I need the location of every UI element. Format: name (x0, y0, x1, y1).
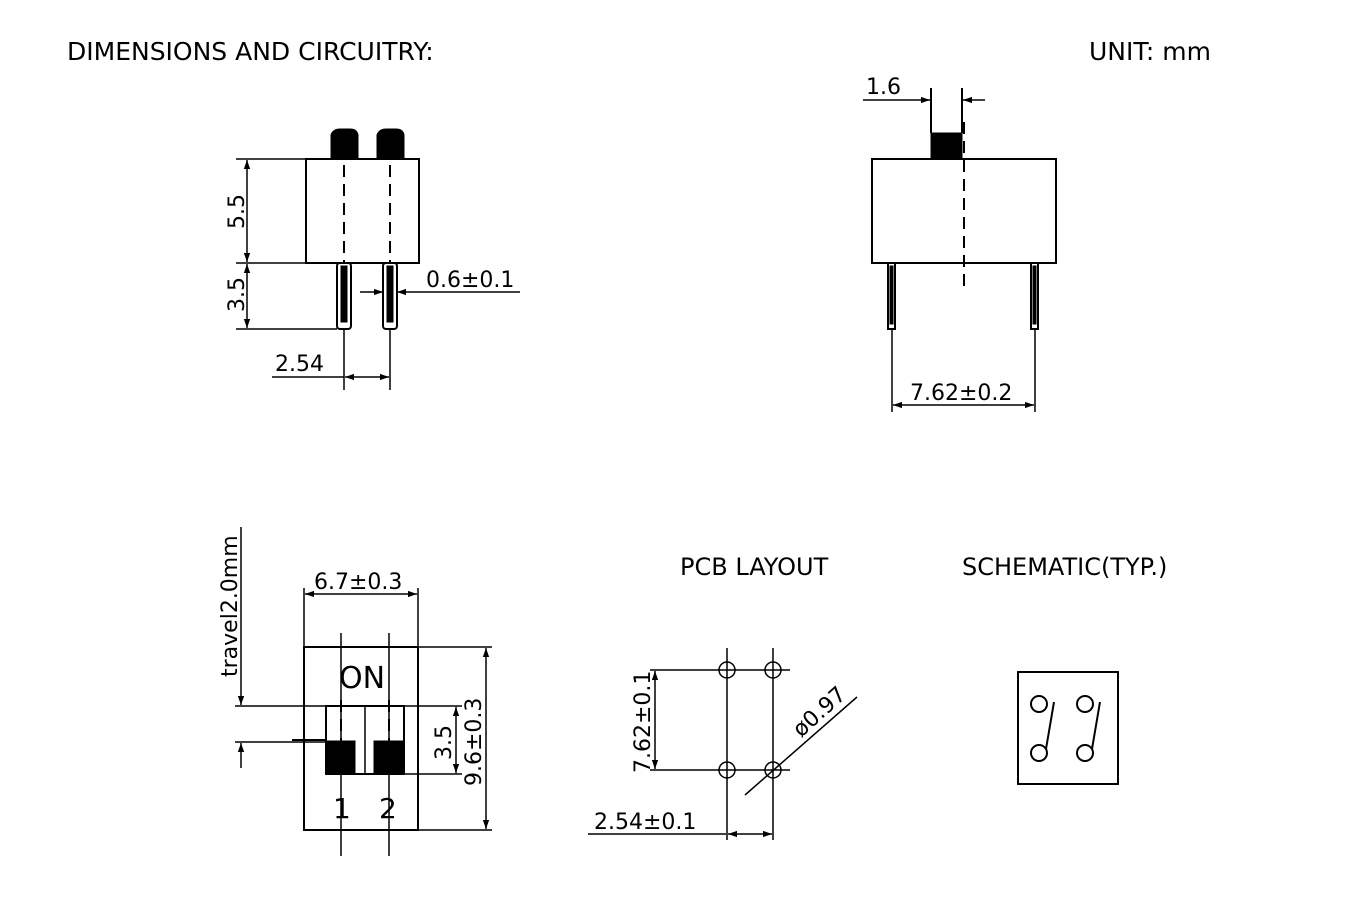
dim-row-spacing: 7.62±0.2 (910, 381, 1012, 406)
schematic-box (1017, 671, 1119, 785)
dim-hole-diameter: ø0.97 (788, 682, 851, 742)
front-view: 5.5 3.5 0.6±0.1 2.54 (225, 128, 520, 390)
side-view: 1.6 7.62±0.2 (863, 75, 1057, 412)
unit-label: UNIT: mm (1089, 37, 1211, 66)
drawing-title: DIMENSIONS AND CIRCUITRY: (67, 37, 434, 66)
switch-arm-1 (1045, 701, 1055, 750)
top-view: 6.7±0.3 ON 1 2 travel2.0mm 3.5 9.6±0.3 (218, 527, 492, 856)
schematic: SCHEMATIC(TYP.) (962, 553, 1167, 785)
contact-1-bottom (1030, 744, 1048, 762)
dim-top-width: 6.7±0.3 (314, 570, 402, 595)
switch-number-2: 2 (379, 792, 397, 825)
dim-pcb-pitch: 2.54±0.1 (594, 810, 696, 835)
on-label: ON (339, 661, 385, 696)
switch-number-1: 1 (333, 792, 351, 825)
switch-arm-2 (1091, 701, 1101, 750)
dim-pin-width: 0.6±0.1 (426, 268, 514, 293)
dim-slot-height: 3.5 (432, 725, 457, 760)
contact-1-top (1030, 695, 1048, 713)
dim-body-height: 5.5 (225, 194, 250, 229)
dim-pin-height: 3.5 (225, 277, 250, 312)
dim-pin-pitch: 2.54 (275, 352, 324, 377)
actuator-1 (330, 128, 359, 160)
switch-body (305, 158, 420, 264)
dim-actuator-width: 1.6 (866, 75, 901, 100)
pcb-layout-title: PCB LAYOUT (680, 553, 829, 581)
contact-2-bottom (1076, 744, 1094, 762)
dim-pcb-row-spacing: 7.62±0.1 (631, 671, 656, 773)
dim-travel: travel2.0mm (218, 535, 243, 677)
dim-top-length: 9.6±0.3 (462, 698, 487, 786)
contact-2-top (1076, 695, 1094, 713)
side-actuator (930, 132, 963, 160)
top-body (303, 646, 419, 831)
schematic-title: SCHEMATIC(TYP.) (962, 553, 1167, 581)
pcb-layout: PCB LAYOUT 7.62±0.1 ø0.97 2.54±0.1 (588, 553, 858, 840)
actuator-2 (376, 128, 405, 160)
